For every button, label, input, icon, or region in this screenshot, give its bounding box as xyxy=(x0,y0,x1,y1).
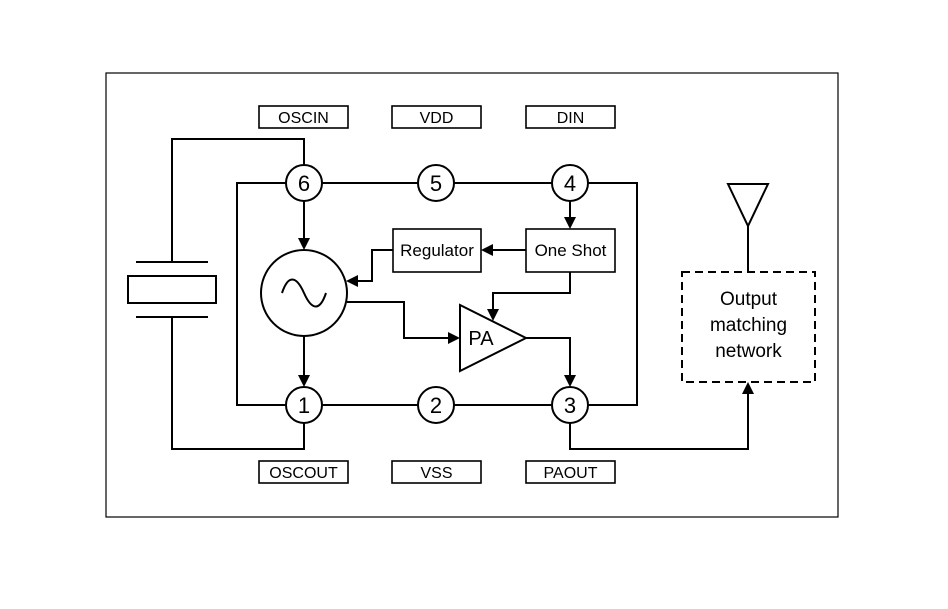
pin-label-oscout-text: OSCOUT xyxy=(269,465,338,482)
one-shot-to-regulator-wire xyxy=(481,244,526,256)
antenna-icon xyxy=(726,183,770,272)
one-shot-block: One Shot xyxy=(525,228,616,273)
one-shot-to-pa-wire xyxy=(487,272,571,321)
oscillator-to-pa-wire xyxy=(347,301,460,344)
pin-5: 5 xyxy=(417,164,455,202)
one-shot-label: One Shot xyxy=(535,241,607,260)
output-matching-network-block: Output matching network xyxy=(681,271,816,383)
sine-wave-icon xyxy=(281,278,327,308)
output-matching-line-2: matching xyxy=(710,315,787,336)
pin-3-number: 3 xyxy=(564,393,576,418)
regulator-label: Regulator xyxy=(400,241,474,260)
output-matching-line-3: network xyxy=(715,341,782,362)
pin-label-vdd-text: VDD xyxy=(420,110,454,127)
pin-3: 3 xyxy=(551,386,589,424)
pin-label-vdd: VDD xyxy=(391,105,482,129)
pin-2: 2 xyxy=(417,386,455,424)
pa-to-paout-wire xyxy=(526,337,576,387)
pin-label-paout-text: PAOUT xyxy=(544,465,598,482)
pin-4: 4 xyxy=(551,164,589,202)
pin-2-number: 2 xyxy=(430,393,442,418)
regulator-block: Regulator xyxy=(392,228,482,273)
pin-label-vss: VSS xyxy=(391,460,482,484)
pin-6-number: 6 xyxy=(298,171,310,196)
pin-label-oscout: OSCOUT xyxy=(258,460,349,484)
pin-label-paout: PAOUT xyxy=(525,460,616,484)
pin-label-oscin: OSCIN xyxy=(258,105,349,129)
pin-label-oscin-text: OSCIN xyxy=(278,110,329,127)
pa-label: PA xyxy=(468,328,494,350)
pin-1-number: 1 xyxy=(298,393,310,418)
pin-6: 6 xyxy=(285,164,323,202)
output-matching-line-1: Output xyxy=(720,289,778,310)
pin-1: 1 xyxy=(285,386,323,424)
regulator-to-oscillator-wire xyxy=(346,249,393,287)
pin-label-vss-text: VSS xyxy=(420,465,452,482)
pin-4-number: 4 xyxy=(564,171,576,196)
pin-label-din: DIN xyxy=(525,105,616,129)
paout-to-matching-wire xyxy=(569,382,754,450)
oscillator-block xyxy=(260,249,348,337)
pin-label-din-text: DIN xyxy=(557,110,585,127)
din-wire xyxy=(564,201,576,229)
pin-5-number: 5 xyxy=(430,171,442,196)
chip-rail-wires xyxy=(236,182,638,406)
crystal-resonator-icon xyxy=(127,138,305,450)
oscillator-wires xyxy=(298,201,310,387)
